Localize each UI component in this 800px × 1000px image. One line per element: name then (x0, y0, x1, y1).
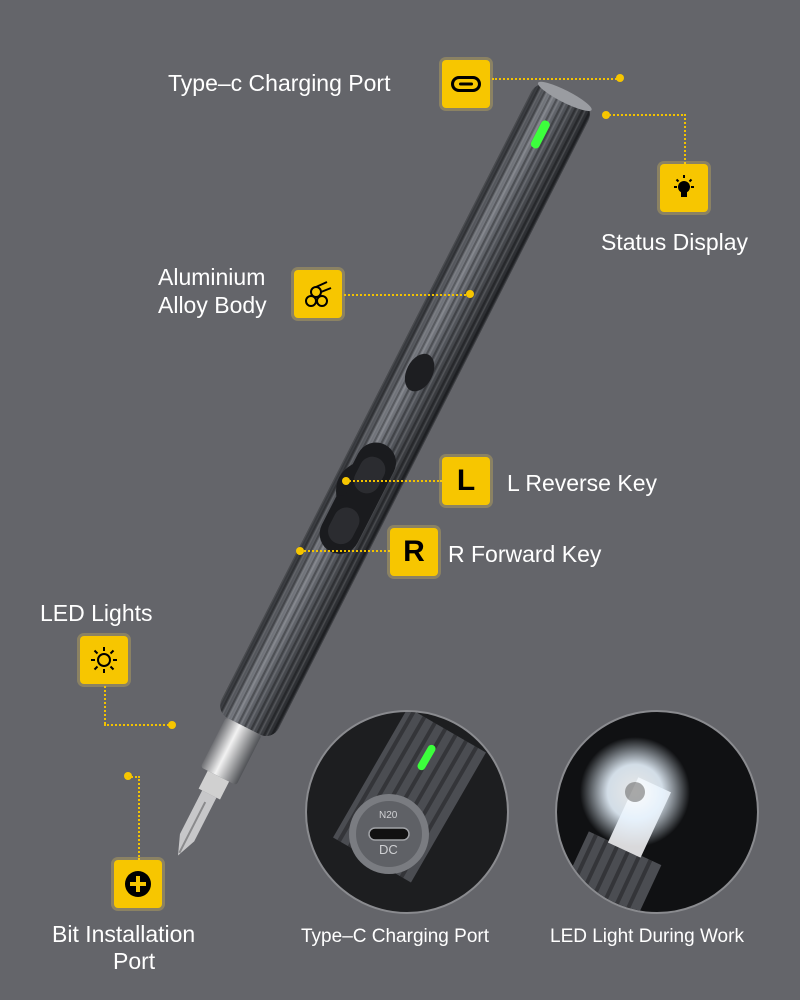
bit-collar (201, 718, 261, 785)
bit-port-label-line1: Bit Installation (52, 921, 196, 947)
charging-port-marker (616, 74, 624, 82)
status-display-leader-v (684, 114, 686, 164)
bit-port-leader-h (128, 776, 140, 778)
port-closeup-caption: Type–C Charging Port (301, 926, 489, 947)
reverse-key-label: L Reverse Key (507, 470, 657, 496)
closeup-status-led (417, 744, 436, 771)
led-light-closeup (555, 710, 759, 914)
led-lights-marker (168, 721, 176, 729)
body-label-line1: Aluminium (158, 264, 266, 290)
aluminium-rods-icon (294, 270, 342, 318)
screwdriver-bit (178, 790, 217, 856)
led-lights-leader-v (104, 686, 106, 724)
reverse-key-leader (346, 480, 442, 482)
bit-port-label-line2: Port (113, 948, 156, 974)
forward-key-label: R Forward Key (448, 541, 602, 567)
led-lights-label: LED Lights (40, 600, 153, 626)
sun-icon (80, 636, 128, 684)
body-label-line2: Alloy Body (158, 292, 267, 318)
body-marker (466, 290, 474, 298)
forward-key-leader (300, 550, 390, 552)
forward-key[interactable] (324, 503, 364, 549)
status-display-label: Status Display (601, 229, 749, 255)
plus-circle-icon (114, 860, 162, 908)
usb-c-port-icon (442, 60, 490, 108)
charging-port-label: Type–c Charging Port (168, 70, 391, 96)
reverse-key-badge: L (442, 457, 490, 505)
led-lights-leader-h (104, 724, 172, 726)
closeup-usb-c-port (368, 827, 410, 841)
status-display-leader-h (606, 114, 686, 116)
port-engraving-bottom: DC (379, 842, 398, 857)
forward-key-badge: R (390, 528, 438, 576)
charging-port-leader (492, 78, 620, 80)
top-cap (537, 81, 592, 111)
led-closeup-caption: LED Light During Work (550, 926, 744, 947)
bit-port-leader-v (138, 776, 140, 860)
vent-hole (404, 353, 435, 392)
port-engraving-top: N20 (379, 810, 398, 821)
body-leader (344, 294, 470, 296)
charging-port-closeup: N20 DC (305, 710, 509, 914)
lightbulb-icon (660, 164, 708, 212)
status-led (530, 120, 550, 149)
reverse-key[interactable] (349, 452, 389, 498)
